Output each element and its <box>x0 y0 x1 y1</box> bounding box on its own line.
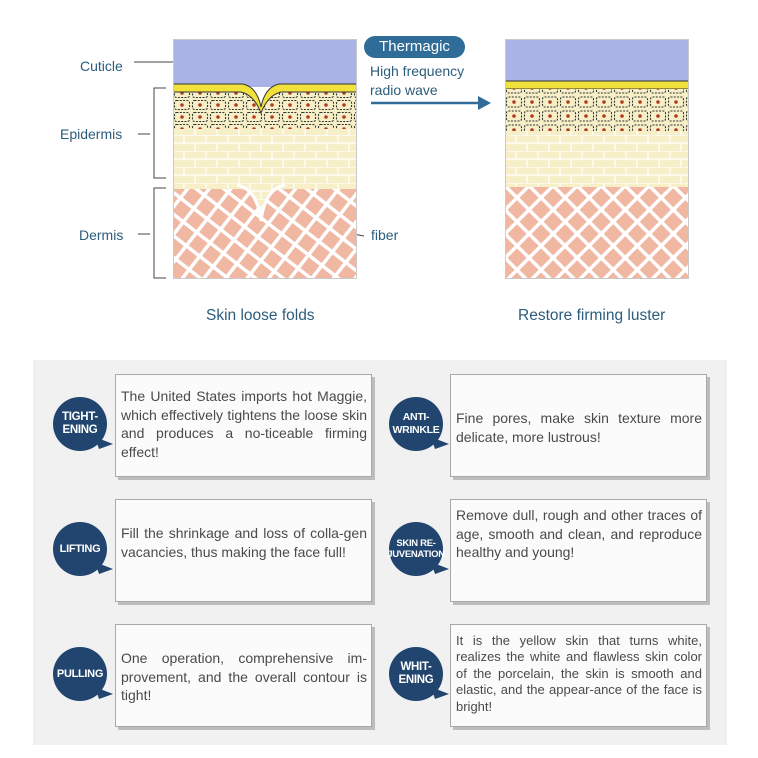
feature-text: It is the yellow skin that turns white, … <box>456 633 702 714</box>
caption-before: Skin loose folds <box>206 307 315 324</box>
feature-card-pulling: One operation, comprehensive im-provemen… <box>115 624 372 727</box>
feature-text: The United States imports hot Maggie, wh… <box>121 388 367 460</box>
feature-text: One operation, comprehensive im-provemen… <box>121 650 367 704</box>
label-fiber: fiber <box>371 227 399 243</box>
feature-text: Fine pores, make skin texture more delic… <box>456 410 702 445</box>
feature-card-tightening: The United States imports hot Maggie, wh… <box>115 374 372 477</box>
badge-label: LIFTING <box>59 542 101 555</box>
label-cuticle: Cuticle <box>80 58 123 74</box>
feature-card-whitening: It is the yellow skin that turns white, … <box>450 624 707 727</box>
badge-pulling: PULLING <box>53 647 115 707</box>
thermagic-line-1: High frequency <box>370 63 465 79</box>
skin-before-illustration <box>173 39 357 279</box>
badge-label: SKIN RE- JUVENATION <box>387 538 445 560</box>
badge-label: WHIT- ENING <box>398 661 434 686</box>
badge-label: TIGHT- ENING <box>62 411 98 436</box>
feature-text: Fill the shrinkage and loss of colla-gen… <box>121 525 367 560</box>
badge-label: PULLING <box>56 667 104 680</box>
badge-skin-rejuvenation: SKIN RE- JUVENATION <box>387 522 451 582</box>
badge-circle-icon <box>389 397 449 451</box>
label-dermis: Dermis <box>79 227 124 243</box>
badge-label: ANTI- WRINKLE <box>392 411 440 436</box>
feature-card-lifting: Fill the shrinkage and loss of colla-gen… <box>115 499 372 602</box>
thermagic-line-2: radio wave <box>370 82 438 98</box>
thermagic-label: Thermagic <box>364 36 465 58</box>
label-epidermis: Epidermis <box>60 126 123 142</box>
skin-after-illustration <box>505 39 689 279</box>
badge-circle-icon <box>53 397 113 451</box>
badge-circle-icon <box>53 522 113 576</box>
badge-circle-icon <box>389 647 449 701</box>
feature-card-skin-rejuvenation: Remove dull, rough and other traces of a… <box>450 499 707 602</box>
caption-after: Restore firming luster <box>518 307 666 324</box>
badge-circle-icon <box>53 647 113 701</box>
feature-text: Remove dull, rough and other traces of a… <box>456 507 702 561</box>
badge-circle-icon <box>389 522 449 576</box>
badge-anti-wrinkle: ANTI- WRINKLE <box>389 397 451 457</box>
badge-lifting: LIFTING <box>53 522 115 582</box>
feature-card-anti-wrinkle: Fine pores, make skin texture more delic… <box>450 374 707 477</box>
badge-tightening: TIGHT- ENING <box>53 397 115 457</box>
badge-whitening: WHIT- ENING <box>389 647 451 707</box>
